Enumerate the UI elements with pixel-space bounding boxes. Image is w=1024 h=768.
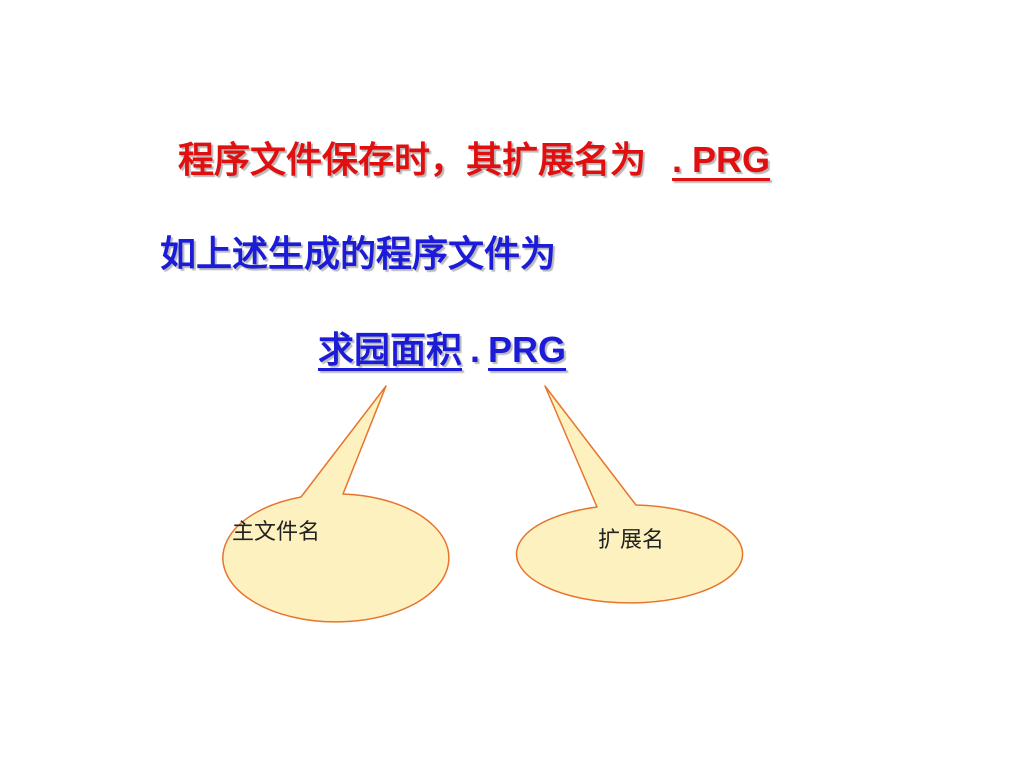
main-name-label: 主文件名 [232,520,321,545]
main-name-callout [222,385,450,623]
extension-name-callout [515,385,744,604]
example-statement-text: 如上述生成的程序文件为 [160,233,557,275]
example-filename: 求园面积.PRG [318,329,567,371]
extension-statement: 程序文件保存时，其扩展名为 . PRG [178,139,771,181]
extension-statement-text: 程序文件保存时，其扩展名为 [178,139,647,181]
extension-name-label: 扩展名 [598,528,665,553]
filename-dot: . [470,329,481,370]
filename-extension: PRG [488,329,567,370]
extension-value: . PRG [672,139,771,180]
main-name-bubble-shape [222,385,450,623]
extension-name-bubble-shape [515,385,744,604]
main-filename: 求园面积 [318,329,463,371]
example-statement: 如上述生成的程序文件为 [160,236,556,272]
